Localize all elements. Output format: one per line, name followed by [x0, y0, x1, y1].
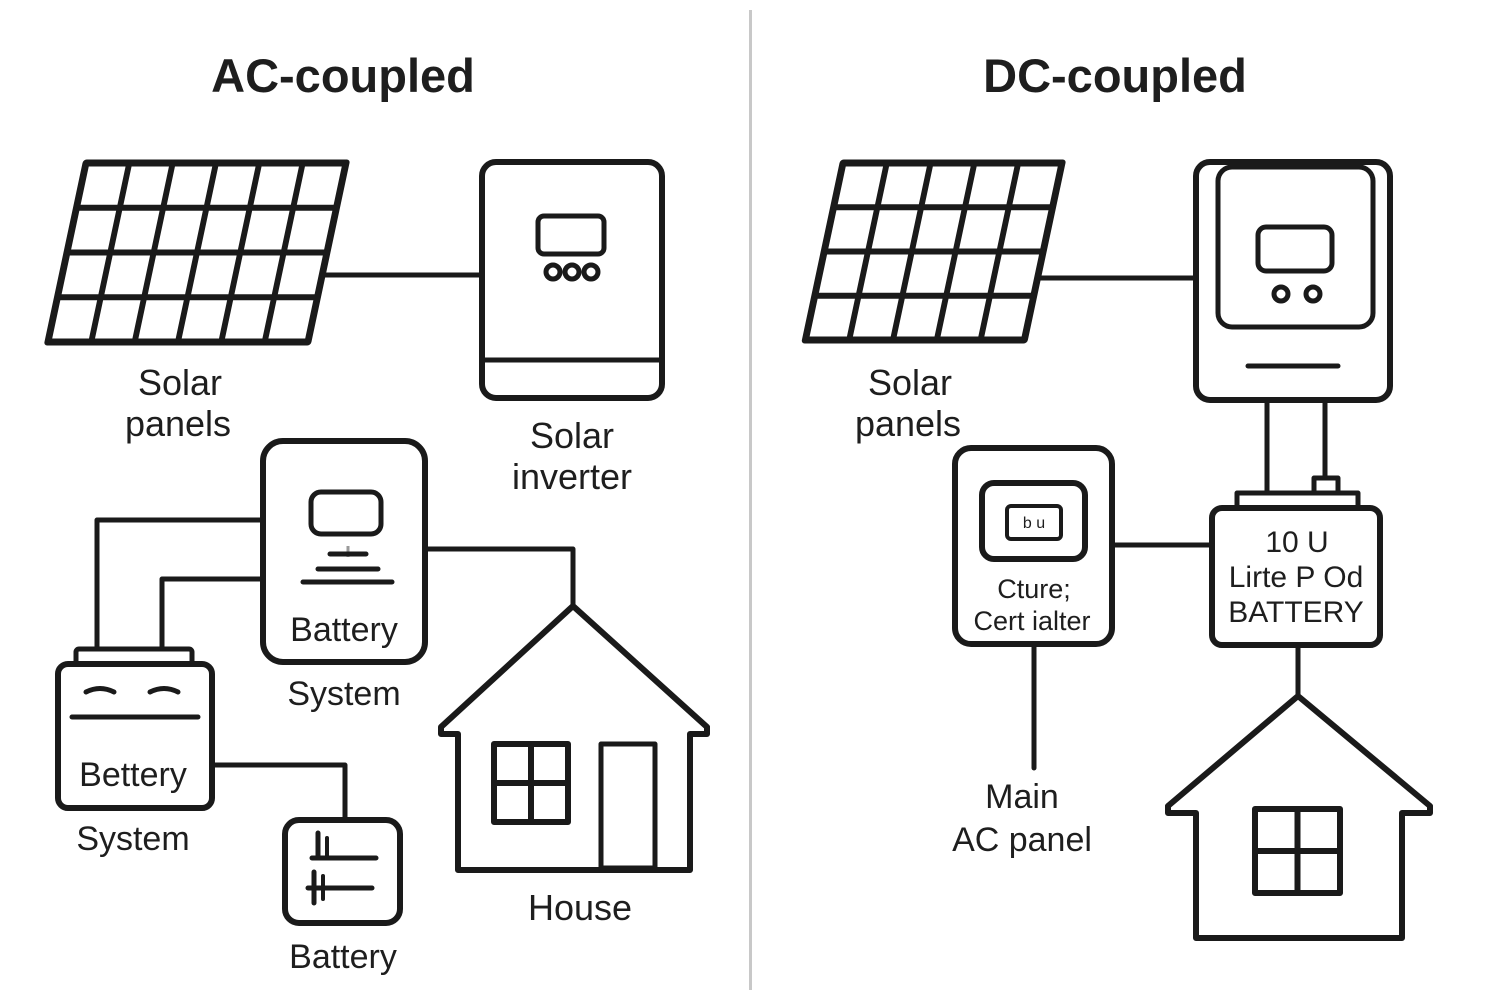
ac-battery-system-screen: [308, 489, 384, 537]
dc-battery-unit: 10 U Lirte P Od BATTERY: [1209, 475, 1383, 648]
dc-main-ac-panel-label-line2: AC panel: [952, 821, 1092, 859]
ac-wire-battery-link-2: [159, 576, 266, 655]
ac-house-label: House: [528, 887, 632, 928]
ac-left-battery-unit: Bettery: [55, 646, 215, 811]
ac-small-battery-label: Battery: [289, 938, 397, 976]
dc-coupled-section: DC-coupled Solar panels: [801, 49, 1433, 941]
ac-wire-batterysystem-to-house: [422, 546, 576, 608]
ac-solar-panel: [44, 159, 350, 346]
dc-house-window: [1252, 806, 1343, 896]
ac-solar-panels-label-line1: Solar: [138, 362, 222, 403]
ac-left-battery-label-line2: System: [76, 820, 189, 858]
dc-battery-label-line1: 10 U: [1265, 526, 1328, 559]
ac-inverter-label-line2: inverter: [512, 456, 632, 497]
ac-inverter-led-1: [543, 262, 563, 282]
ac-solar-inverter: [479, 159, 665, 401]
dc-inverter-screen: [1255, 224, 1335, 274]
ac-inverter-screen: [535, 213, 607, 257]
ac-battery-system-label-line1: Battery: [290, 611, 398, 649]
dc-inverter-unit: [1193, 159, 1393, 403]
dc-inverter-led-2: [1303, 284, 1323, 304]
ac-house: [438, 603, 710, 873]
dc-main-ac-panel-label-line1: Main: [985, 778, 1059, 816]
ac-house-window: [491, 741, 571, 825]
ac-house-door: [598, 741, 658, 871]
ac-wire-battery-link-1: [94, 517, 266, 655]
dc-solar-panel: [801, 159, 1066, 344]
ac-inverter-label-line1: Solar: [530, 415, 614, 456]
dc-controller-label-line2: Cert ialter: [973, 606, 1090, 636]
ac-title: AC-coupled: [211, 49, 475, 102]
dc-controller-screen-text: b u: [1023, 515, 1045, 532]
ac-small-battery-unit: [282, 817, 403, 926]
ac-inverter-led-3: [581, 262, 601, 282]
dc-title: DC-coupled: [983, 49, 1247, 102]
ac-wire-battery-to-smallbattery: [209, 762, 348, 821]
dc-inverter-led-1: [1271, 284, 1291, 304]
ac-coupled-section: AC-coupled Solar panels Solar inve: [44, 49, 710, 976]
dc-inverter-faceplate: [1215, 164, 1376, 330]
dc-controller-screen-inner: [1005, 504, 1063, 541]
ac-solar-panels-label-line2: panels: [125, 403, 231, 444]
dc-controller-label-line1: Cture;: [997, 574, 1071, 604]
dc-solar-panels-label-line2: panels: [855, 403, 961, 444]
dc-house: [1165, 693, 1433, 941]
ac-left-battery-label-line1: Bettery: [79, 756, 187, 794]
dc-battery-label-line3: BATTERY: [1228, 596, 1364, 629]
ac-battery-system-label-line2: System: [287, 675, 400, 713]
ac-battery-system-unit: Battery: [260, 438, 428, 665]
dc-charge-controller-unit: b u Cture; Cert ialter: [952, 445, 1115, 647]
dc-solar-panels-label-line1: Solar: [868, 362, 952, 403]
ac-inverter-led-2: [562, 262, 582, 282]
dc-battery-label-line2: Lirte P Od: [1229, 561, 1364, 594]
